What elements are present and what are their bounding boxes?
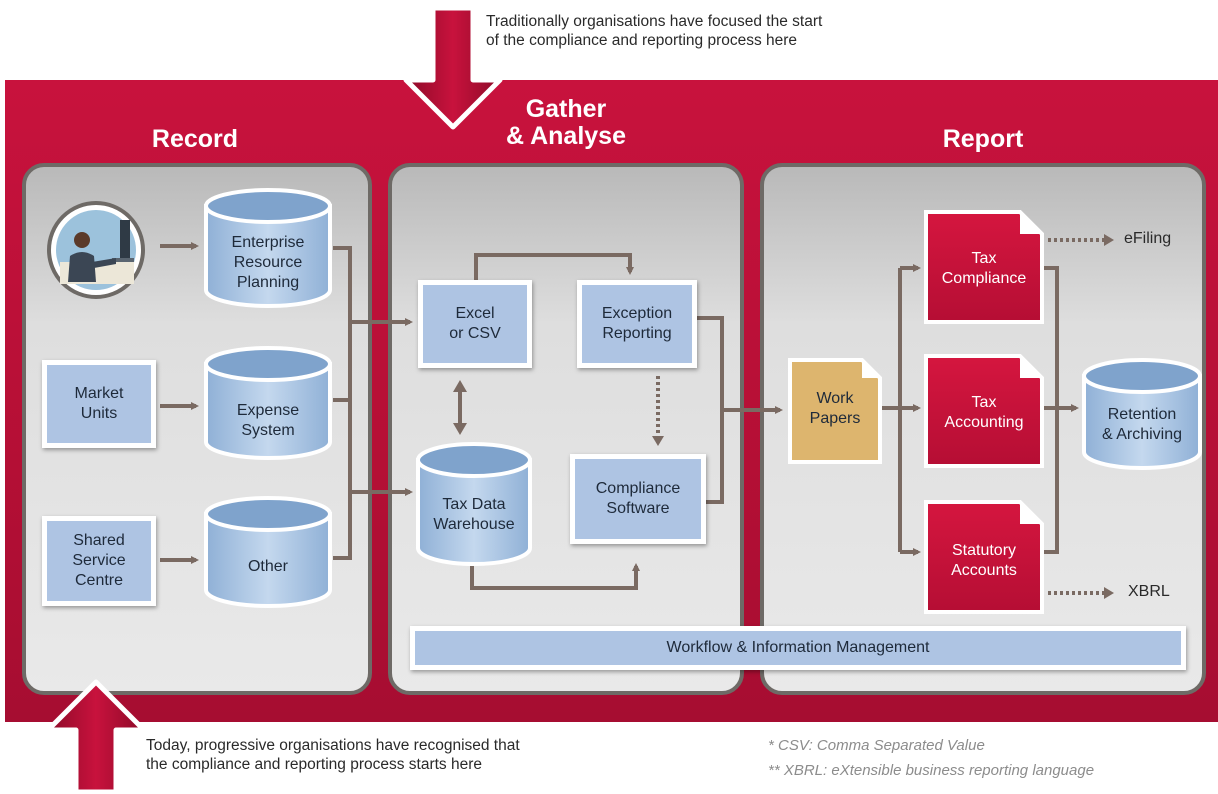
footnotes: * CSV: Comma Separated Value ** XBRL: eX… [768, 736, 1208, 780]
gather-panel [388, 163, 744, 695]
doc-tax-compliance [924, 210, 1044, 324]
other-label: Other [206, 548, 330, 586]
bottom-note-line-1: Today, progressive organisations have re… [146, 737, 520, 754]
workflow-label: Workflow & Information Management [666, 639, 930, 656]
tax-accounting-line-1: Tax [971, 394, 997, 411]
arrow-excel-exception [474, 253, 634, 284]
statutory-line-2: Accounts [951, 562, 1017, 579]
compliance-software-line-1: Compliance [595, 480, 681, 497]
other-line-1: Other [247, 558, 288, 575]
exception-reporting-box: Exception Reporting [577, 280, 697, 368]
top-note-line-2: of the compliance and reporting process … [486, 32, 798, 49]
erp-line-2: Resource [233, 254, 303, 271]
bottom-note-line-2: the compliance and reporting process sta… [146, 756, 483, 773]
efiling-label: eFiling [1124, 230, 1172, 247]
work-papers-line-2: Papers [809, 410, 861, 427]
cyl-erp [204, 188, 332, 308]
warehouse-line-2: Warehouse [433, 516, 515, 533]
exception-line-1: Exception [601, 305, 673, 322]
tax-compliance-label: Tax Compliance [926, 246, 1042, 292]
exception-line-2: Reporting [602, 325, 672, 342]
market-units-line-2: Units [80, 405, 118, 422]
excel-csv-box: Excel or CSV [418, 280, 532, 368]
footnote-xbrl: ** XBRL: eXtensible business reporting l… [768, 762, 1095, 779]
expense-line-2: System [241, 422, 295, 439]
market-units-box: Market Units [42, 360, 156, 448]
work-papers-label: Work Papers [790, 386, 880, 432]
gather-title-line-2: & Analyse [506, 122, 626, 150]
shared-service-line-3: Centre [74, 572, 124, 589]
cyl-retention [1082, 358, 1202, 470]
bracket-systems [333, 246, 352, 560]
work-papers-line-1: Work [816, 390, 854, 407]
excel-line-2: or CSV [449, 325, 501, 342]
compliance-software-box: Compliance Software [570, 454, 706, 544]
xbrl-label: XBRL [1128, 583, 1170, 600]
warehouse-line-1: Tax Data [442, 496, 506, 513]
bottom-note: Today, progressive organisations have re… [146, 736, 626, 774]
doc-work-papers [788, 358, 882, 464]
report-title: Report [942, 125, 1024, 153]
shared-service-box: Shared Service Centre [42, 516, 156, 606]
cyl-other [204, 496, 332, 608]
top-note: Traditionally organisations have focused… [486, 12, 926, 50]
statutory-label: Statutory Accounts [926, 538, 1042, 584]
expense-label: Expense System [206, 398, 330, 444]
top-down-arrow [403, 5, 503, 130]
erp-label: Enterprise Resource Planning [206, 230, 330, 296]
doc-tax-accounting [924, 354, 1044, 468]
doc-statutory [924, 500, 1044, 614]
record-title: Record [151, 125, 239, 153]
top-note-line-1: Traditionally organisations have focused… [486, 13, 823, 30]
tax-accounting-label: Tax Accounting [926, 390, 1042, 436]
cyl-warehouse [416, 442, 532, 566]
footnote-csv: * CSV: Comma Separated Value [768, 737, 985, 754]
erp-line-3: Planning [236, 274, 300, 291]
bottom-up-arrow [45, 679, 147, 794]
gather-title: Gather & Analyse [466, 96, 666, 150]
erp-line-1: Enterprise [231, 234, 305, 251]
retention-label: Retention & Archiving [1084, 402, 1200, 448]
person-at-computer-icon [47, 201, 145, 299]
gather-title-line-1: Gather [525, 95, 607, 123]
market-units-line-1: Market [74, 385, 124, 402]
retention-line-2: & Archiving [1101, 426, 1183, 443]
warehouse-label: Tax Data Warehouse [418, 492, 530, 538]
statutory-line-1: Statutory [951, 542, 1017, 559]
tax-compliance-line-2: Compliance [941, 270, 1027, 287]
arrow-warehouse-compliance [470, 563, 640, 590]
tax-compliance-line-1: Tax [971, 250, 997, 267]
shared-service-line-2: Service [72, 552, 126, 569]
cyl-expense [204, 346, 332, 460]
tax-accounting-line-2: Accounting [944, 414, 1024, 431]
shared-service-line-1: Shared [73, 532, 125, 549]
compliance-software-line-2: Software [606, 500, 670, 517]
excel-line-1: Excel [455, 305, 495, 322]
workflow-bar: Workflow & Information Management [410, 626, 1186, 670]
expense-line-1: Expense [236, 402, 300, 419]
retention-line-1: Retention [1107, 406, 1177, 423]
